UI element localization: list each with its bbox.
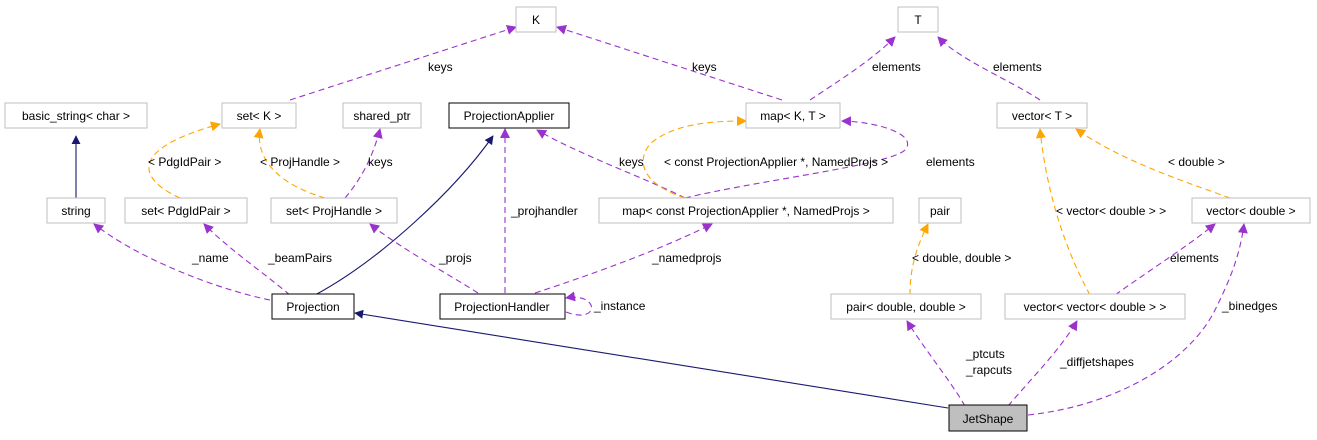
node-vector-t-label: vector< T > <box>1012 109 1072 123</box>
node-basic-string-label: basic_string< char > <box>22 109 130 123</box>
node-set-k[interactable]: set< K > <box>221 102 297 129</box>
edge-projection-to-set-pdgid <box>203 223 291 296</box>
edge-jetshape-to-projection <box>354 309 949 409</box>
edge-label-projhandler: _projhandler <box>510 204 578 218</box>
edge-label-vv-elements: elements <box>1170 251 1219 265</box>
node-vector-double-label: vector< double > <box>1206 204 1295 218</box>
edge-set-pdgid-to-setk <box>148 121 221 199</box>
node-vector-vector-double-label: vector< vector< double > > <box>1024 300 1167 314</box>
edge-label-mapnamed-keys: keys <box>619 155 644 169</box>
edge-label-ptcuts: _ptcuts <box>965 347 1005 361</box>
edge-label-name: _name <box>191 251 229 265</box>
edge-handler-to-set-projhandle <box>369 223 479 294</box>
node-set-projhandle[interactable]: set< ProjHandle > <box>270 197 398 224</box>
node-projection-applier-label: ProjectionApplier <box>464 109 555 123</box>
edge-label-mapnamed-elements: elements <box>926 155 975 169</box>
edge-setk-to-k <box>289 25 517 101</box>
node-k-label: K <box>532 13 540 27</box>
edge-jetshape-to-vector-vector <box>1007 320 1078 407</box>
edge-label-vector-elements: elements <box>993 60 1042 74</box>
edge-vector-vector-to-vector-double <box>1114 223 1216 296</box>
node-vector-vector-double[interactable]: vector< vector< double > > <box>1004 293 1186 320</box>
node-vector-t[interactable]: vector< T > <box>996 102 1088 129</box>
edge-label-pair-template: < double, double > <box>912 251 1011 265</box>
edge-mapnamed-to-mapkt <box>684 116 908 199</box>
edge-mapkt-to-t <box>809 36 896 101</box>
edges <box>71 25 1248 416</box>
edge-label-projs: _projs <box>438 251 472 265</box>
node-map-named-projs-label: map< const ProjectionApplier *, NamedPro… <box>622 204 869 218</box>
edge-projection-to-projection-applier <box>314 135 494 296</box>
node-shared-ptr-label: shared_ptr <box>353 109 410 123</box>
node-projection-handler[interactable]: ProjectionHandler <box>439 293 566 320</box>
edge-label-vecvec-template: < vector< double > > <box>1056 204 1166 218</box>
node-projection-applier[interactable]: ProjectionApplier <box>448 102 570 129</box>
node-string[interactable]: string <box>46 197 106 224</box>
node-set-pdgidpair[interactable]: set< PdgIdPair > <box>124 197 248 224</box>
edge-label-binedges: _binedges <box>1221 299 1277 313</box>
edge-label-instance: _instance <box>593 299 646 313</box>
edge-label-map-elements: elements <box>872 60 921 74</box>
edge-vector-double-to-vector-t <box>1075 128 1231 199</box>
edge-projection-to-string <box>93 223 271 301</box>
node-map-named-projs[interactable]: map< const ProjectionApplier *, NamedPro… <box>598 197 894 224</box>
node-t-label: T <box>914 13 922 27</box>
node-projection-label: Projection <box>286 300 339 314</box>
edge-label-setph-keys: keys <box>368 155 393 169</box>
node-jetshape-label: JetShape <box>963 412 1014 426</box>
node-map-k-t[interactable]: map< K, T > <box>745 102 841 129</box>
nodes: K T basic_string< char > set< K > shared… <box>4 6 1311 432</box>
node-projection[interactable]: Projection <box>271 293 355 320</box>
node-projection-handler-label: ProjectionHandler <box>454 300 549 314</box>
edge-handler-to-map-named <box>534 223 713 294</box>
node-string-label: string <box>61 204 90 218</box>
edge-label-rapcuts: _rapcuts <box>965 363 1012 377</box>
edge-label-namedprojs: _namedprojs <box>651 251 721 265</box>
edge-label-mapnamed-template: < const ProjectionApplier *, NamedProjs … <box>664 155 888 169</box>
edge-mapnamed-to-projection-applier <box>536 129 686 199</box>
node-vector-double[interactable]: vector< double > <box>1191 197 1311 224</box>
edge-label-setk-keys: keys <box>428 60 453 74</box>
edge-setph-to-shared-ptr <box>344 128 383 199</box>
node-t[interactable]: T <box>897 6 939 33</box>
edge-label-diffjetshapes: _diffjetshapes <box>1059 355 1134 369</box>
edge-jetshape-to-vector-double <box>1027 223 1248 416</box>
node-map-k-t-label: map< K, T > <box>760 109 826 123</box>
edge-mapnamed-to-mapkt-template <box>642 116 747 199</box>
edge-label-double-template: < double > <box>1168 155 1225 169</box>
node-k[interactable]: K <box>515 6 557 33</box>
node-shared-ptr[interactable]: shared_ptr <box>342 102 422 129</box>
edge-label-projhandle: < ProjHandle > <box>260 155 340 169</box>
edge-vector-vector-to-vector-t <box>1035 128 1091 296</box>
node-pair-double-double-label: pair< double, double > <box>846 300 965 314</box>
edge-handler-self-instance <box>565 291 592 316</box>
edge-pair-dd-to-pair <box>909 223 929 296</box>
edge-label-beampairs: _beamPairs <box>267 251 332 265</box>
node-pair-label: pair <box>930 204 950 218</box>
edge-labels: keys keys elements elements < PdgIdPair … <box>148 60 1277 377</box>
node-set-projhandle-label: set< ProjHandle > <box>286 204 382 218</box>
node-pair-double-double[interactable]: pair< double, double > <box>830 293 982 320</box>
edge-set-projhandle-to-setk <box>253 128 326 199</box>
edge-label-pdgidpair: < PdgIdPair > <box>148 155 221 169</box>
node-jetshape[interactable]: JetShape <box>948 404 1028 432</box>
edge-vector-t-to-t <box>937 36 1041 101</box>
edge-jetshape-to-pair-dd <box>906 320 966 407</box>
edge-label-map-keys: keys <box>692 60 717 74</box>
node-basic-string[interactable]: basic_string< char > <box>4 102 148 129</box>
node-set-k-label: set< K > <box>237 109 282 123</box>
node-set-pdgidpair-label: set< PdgIdPair > <box>141 204 230 218</box>
edge-mapkt-to-k <box>556 25 783 101</box>
node-pair[interactable]: pair <box>918 197 962 224</box>
